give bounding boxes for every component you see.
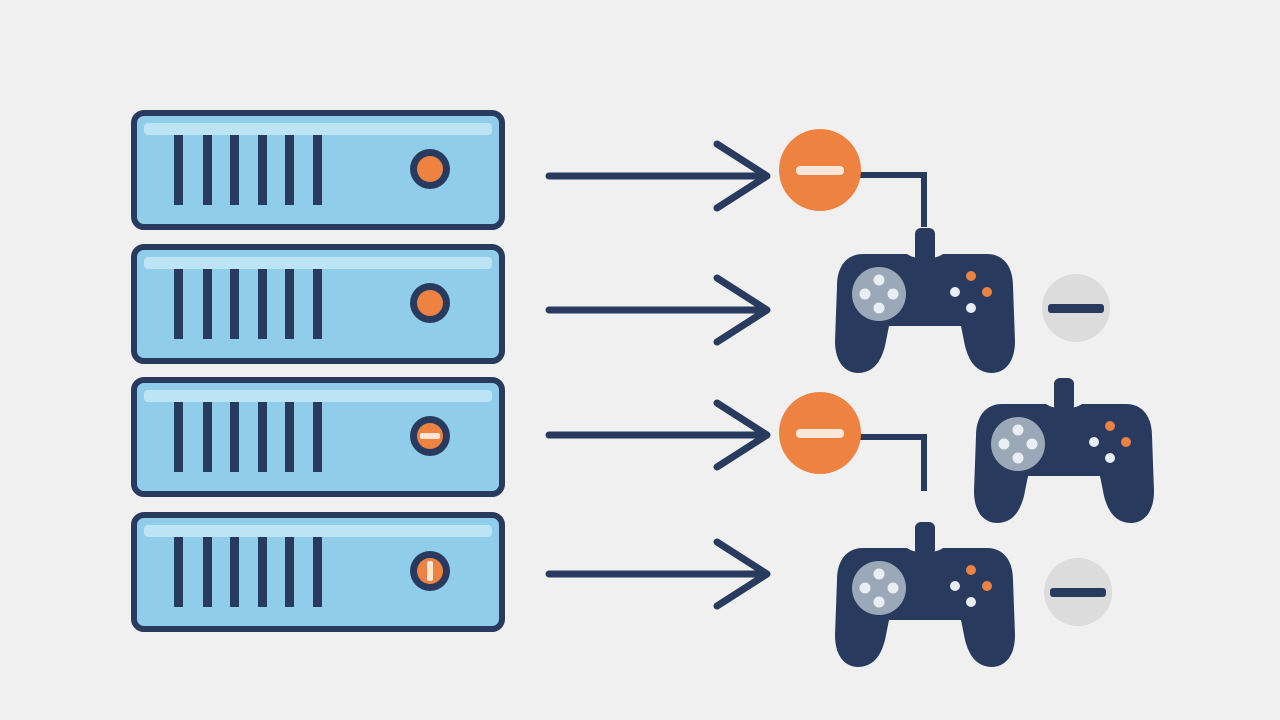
gray-minus-icon: [1042, 274, 1110, 342]
connector-wires: [855, 172, 927, 491]
orange-minus-icon: [779, 129, 861, 211]
status-dot-icon: [410, 283, 450, 323]
server-2: [134, 247, 502, 361]
wire-2: [855, 434, 927, 491]
connection-arrows: [549, 144, 767, 606]
arrow-right-icon: [549, 144, 767, 208]
status-dot-icon: [410, 551, 450, 591]
arrow-right-icon: [549, 403, 767, 467]
gamepad-icon: [974, 378, 1154, 523]
server-1: [134, 113, 502, 227]
status-dot-icon: [410, 149, 450, 189]
status-dot-icon: [410, 416, 450, 456]
wire-1: [855, 172, 927, 227]
server-rack: [134, 113, 502, 629]
server-4: [134, 515, 502, 629]
orange-minus-icon: [779, 392, 861, 474]
gray-minus-icon: [1044, 558, 1112, 626]
arrow-right-icon: [549, 542, 767, 606]
server-3: [134, 380, 502, 494]
arrow-right-icon: [549, 278, 767, 342]
gamepad-icon: [835, 522, 1015, 667]
gamepad-icon: [835, 228, 1015, 373]
